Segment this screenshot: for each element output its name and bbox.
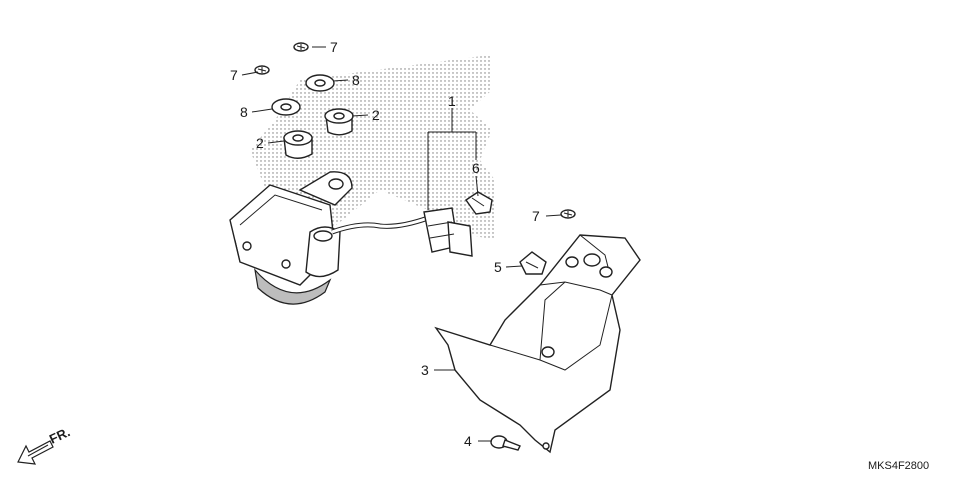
front-direction-arrow-icon — [17, 440, 54, 465]
callout-5: 5 — [494, 259, 502, 275]
clip-6 — [465, 191, 493, 215]
clip-5 — [519, 251, 547, 275]
grommet-2-right — [324, 108, 354, 136]
diagram-code: MKS4F2800 — [868, 460, 929, 472]
screw-7-left — [254, 65, 270, 75]
abs-modulator — [229, 171, 473, 305]
washer-8-left — [271, 98, 301, 116]
screw-7-right — [560, 209, 576, 219]
callout-2-right: 2 — [372, 107, 380, 123]
callout-6: 6 — [472, 160, 480, 176]
callout-7-left: 7 — [230, 67, 238, 83]
callout-8-left: 8 — [240, 104, 248, 120]
washer-8-right — [305, 74, 335, 92]
callout-4: 4 — [464, 433, 472, 449]
screw-7-top — [293, 42, 309, 52]
callout-1: 1 — [448, 93, 456, 109]
leader-lines — [241, 46, 562, 442]
callout-7-top: 7 — [330, 39, 338, 55]
callout-7-right: 7 — [532, 208, 540, 224]
front-direction-label: FR. — [47, 424, 72, 446]
callout-2-left: 2 — [256, 135, 264, 151]
callout-8-right: 8 — [352, 72, 360, 88]
grommet-2-left — [283, 130, 313, 159]
cover-bracket-3 — [434, 234, 641, 454]
callout-3: 3 — [421, 362, 429, 378]
bolt-4 — [490, 435, 521, 451]
